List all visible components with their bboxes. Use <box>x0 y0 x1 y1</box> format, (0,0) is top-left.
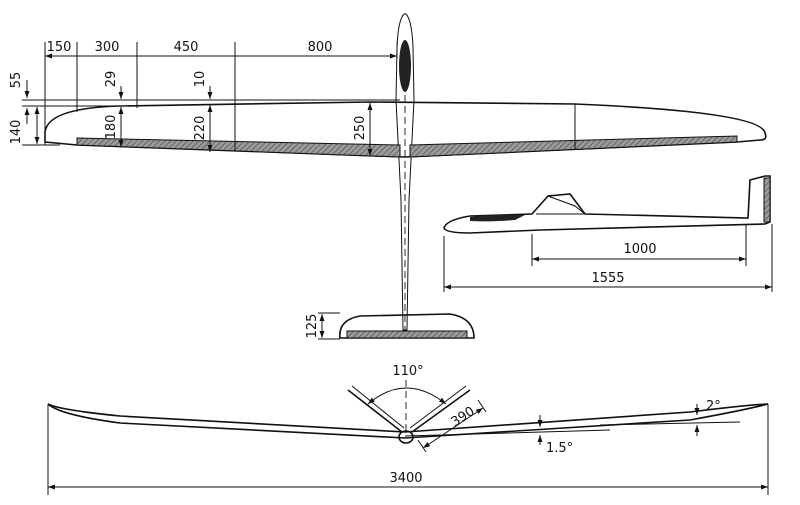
span-label-450: 450 <box>174 40 199 55</box>
tip-dihedral-label: 2° <box>706 399 721 414</box>
span-label-300: 300 <box>95 40 120 55</box>
offset-label-29: 29 <box>104 71 119 88</box>
top-view: 150 300 450 800 55 140 29 180 10 220 250… <box>9 13 767 340</box>
fuselage-side <box>443 175 771 234</box>
v-tail-left <box>347 389 403 433</box>
stabilizer-chord-label: 125 <box>305 314 320 339</box>
side-view: 1000 1555 <box>443 175 773 292</box>
offset-label-10: 10 <box>193 71 208 88</box>
wing-control-surface-right <box>409 135 738 158</box>
elevator <box>346 330 468 339</box>
canopy-top <box>399 40 411 92</box>
rudder-side <box>763 177 771 223</box>
chord-label-140: 140 <box>9 120 24 145</box>
wing-front <box>47 403 769 439</box>
wing-dihedral-label: 1.5° <box>546 441 573 456</box>
chord-label-220: 220 <box>193 116 208 141</box>
span-label-150: 150 <box>47 40 72 55</box>
wingspan-label: 3400 <box>389 471 422 486</box>
chord-label-250: 250 <box>353 116 368 141</box>
chord-label-180: 180 <box>104 115 119 140</box>
fuselage-top <box>395 13 415 331</box>
front-view: 110° 390 1.5° 2° 3400 <box>47 364 769 495</box>
fuselage-length-label: 1555 <box>591 271 624 286</box>
tail-arm-label: 1000 <box>623 242 656 257</box>
offset-label-55: 55 <box>9 72 24 89</box>
v-tail-angle-label: 110° <box>392 364 423 379</box>
wing-planform <box>44 101 767 158</box>
span-label-800: 800 <box>308 40 333 55</box>
wing-control-surface-left <box>76 137 401 158</box>
canopy-side <box>470 214 525 222</box>
horizontal-stabilizer <box>339 313 475 339</box>
v-tail-panel-label: 390 <box>449 404 478 430</box>
